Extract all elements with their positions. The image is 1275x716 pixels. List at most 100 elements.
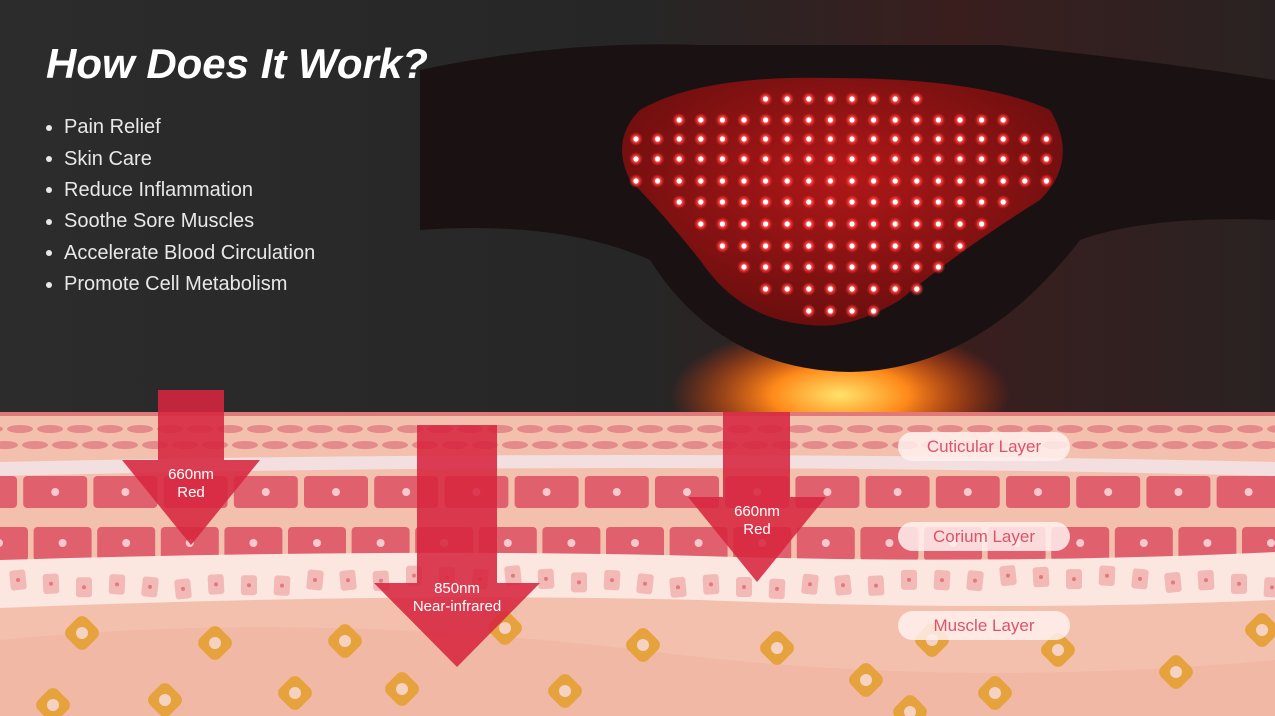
led-core: [892, 178, 898, 184]
led-core: [806, 156, 812, 162]
led-core: [719, 156, 726, 162]
led-core: [935, 243, 942, 249]
led-core: [698, 199, 704, 205]
led-core: [849, 264, 855, 270]
fat-cell-core: [771, 642, 783, 654]
led-core: [914, 243, 920, 249]
cell: [1087, 425, 1113, 433]
led-core: [676, 178, 682, 184]
nucleus: [775, 586, 779, 591]
nucleus: [503, 539, 512, 547]
led-core: [914, 178, 920, 184]
nucleus: [346, 578, 350, 583]
led-core: [806, 96, 812, 102]
nucleus: [1204, 578, 1208, 583]
led-core: [806, 308, 812, 314]
cell: [622, 441, 648, 449]
led-core: [871, 156, 877, 162]
led-core: [979, 136, 985, 142]
nucleus: [709, 582, 713, 587]
cell: [937, 425, 963, 433]
led-core: [827, 136, 834, 142]
led-core: [957, 136, 963, 142]
cell: [0, 527, 28, 561]
nucleus: [58, 539, 67, 547]
cell: [787, 425, 813, 433]
led-core: [849, 96, 855, 102]
led-core: [698, 221, 704, 227]
cell: [577, 425, 603, 433]
led-core: [979, 199, 985, 205]
led-core: [741, 156, 747, 162]
led-core: [935, 221, 942, 227]
led-core: [935, 136, 942, 142]
led-core: [849, 136, 855, 142]
nucleus: [249, 539, 258, 547]
led-core: [763, 178, 769, 184]
benefit-item: Soothe Sore Muscles: [46, 206, 315, 237]
nucleus: [49, 581, 53, 586]
fat-cell-core: [76, 627, 88, 639]
led-core: [698, 156, 704, 162]
led-core: [935, 199, 942, 205]
nucleus: [940, 578, 944, 583]
cell: [517, 425, 543, 433]
page-title: How Does It Work?: [46, 40, 428, 87]
led-core: [633, 156, 639, 162]
led-core: [806, 117, 812, 123]
nucleus: [823, 488, 832, 496]
cell: [337, 425, 363, 433]
nucleus: [1076, 539, 1085, 547]
cell: [1117, 425, 1143, 433]
cell: [262, 441, 288, 449]
cell: [547, 425, 573, 433]
nucleus: [1006, 573, 1010, 578]
led-core: [849, 178, 855, 184]
nucleus: [612, 488, 621, 496]
led-core: [763, 221, 769, 227]
nucleus: [0, 539, 3, 547]
cell: [802, 441, 828, 449]
led-core: [871, 286, 877, 292]
led-core: [784, 286, 790, 292]
nucleus: [874, 583, 878, 588]
nucleus: [885, 539, 894, 547]
led-core: [741, 221, 747, 227]
nucleus: [1139, 539, 1148, 547]
cell: [1162, 441, 1188, 449]
led-core: [827, 221, 834, 227]
led-core: [871, 178, 877, 184]
led-core: [871, 96, 877, 102]
cell: [127, 425, 153, 433]
led-core: [698, 117, 704, 123]
nucleus: [1244, 488, 1253, 496]
cell: [817, 425, 843, 433]
layer-label-muscle: Muscle Layer: [898, 611, 1070, 640]
nucleus: [1105, 573, 1109, 578]
led-core: [827, 117, 834, 123]
nucleus: [893, 488, 902, 496]
led-core: [1022, 178, 1028, 184]
nucleus: [181, 586, 185, 591]
nucleus: [332, 488, 340, 496]
fat-cell-core: [989, 687, 1001, 699]
cell: [247, 425, 273, 433]
cell: [67, 425, 93, 433]
nucleus: [1267, 539, 1275, 547]
benefit-item: Promote Cell Metabolism: [46, 269, 315, 300]
cell: [667, 425, 693, 433]
nucleus: [544, 576, 548, 581]
nucleus: [1237, 581, 1241, 586]
led-core: [892, 156, 898, 162]
led-core: [957, 221, 963, 227]
cell: [367, 425, 393, 433]
led-core: [827, 178, 834, 184]
nucleus: [82, 585, 86, 590]
led-core: [763, 136, 769, 142]
led-core: [806, 286, 812, 292]
fat-cell-core: [637, 639, 649, 651]
led-core: [784, 136, 790, 142]
cell: [967, 425, 993, 433]
nucleus: [683, 488, 691, 496]
led-core: [979, 178, 985, 184]
